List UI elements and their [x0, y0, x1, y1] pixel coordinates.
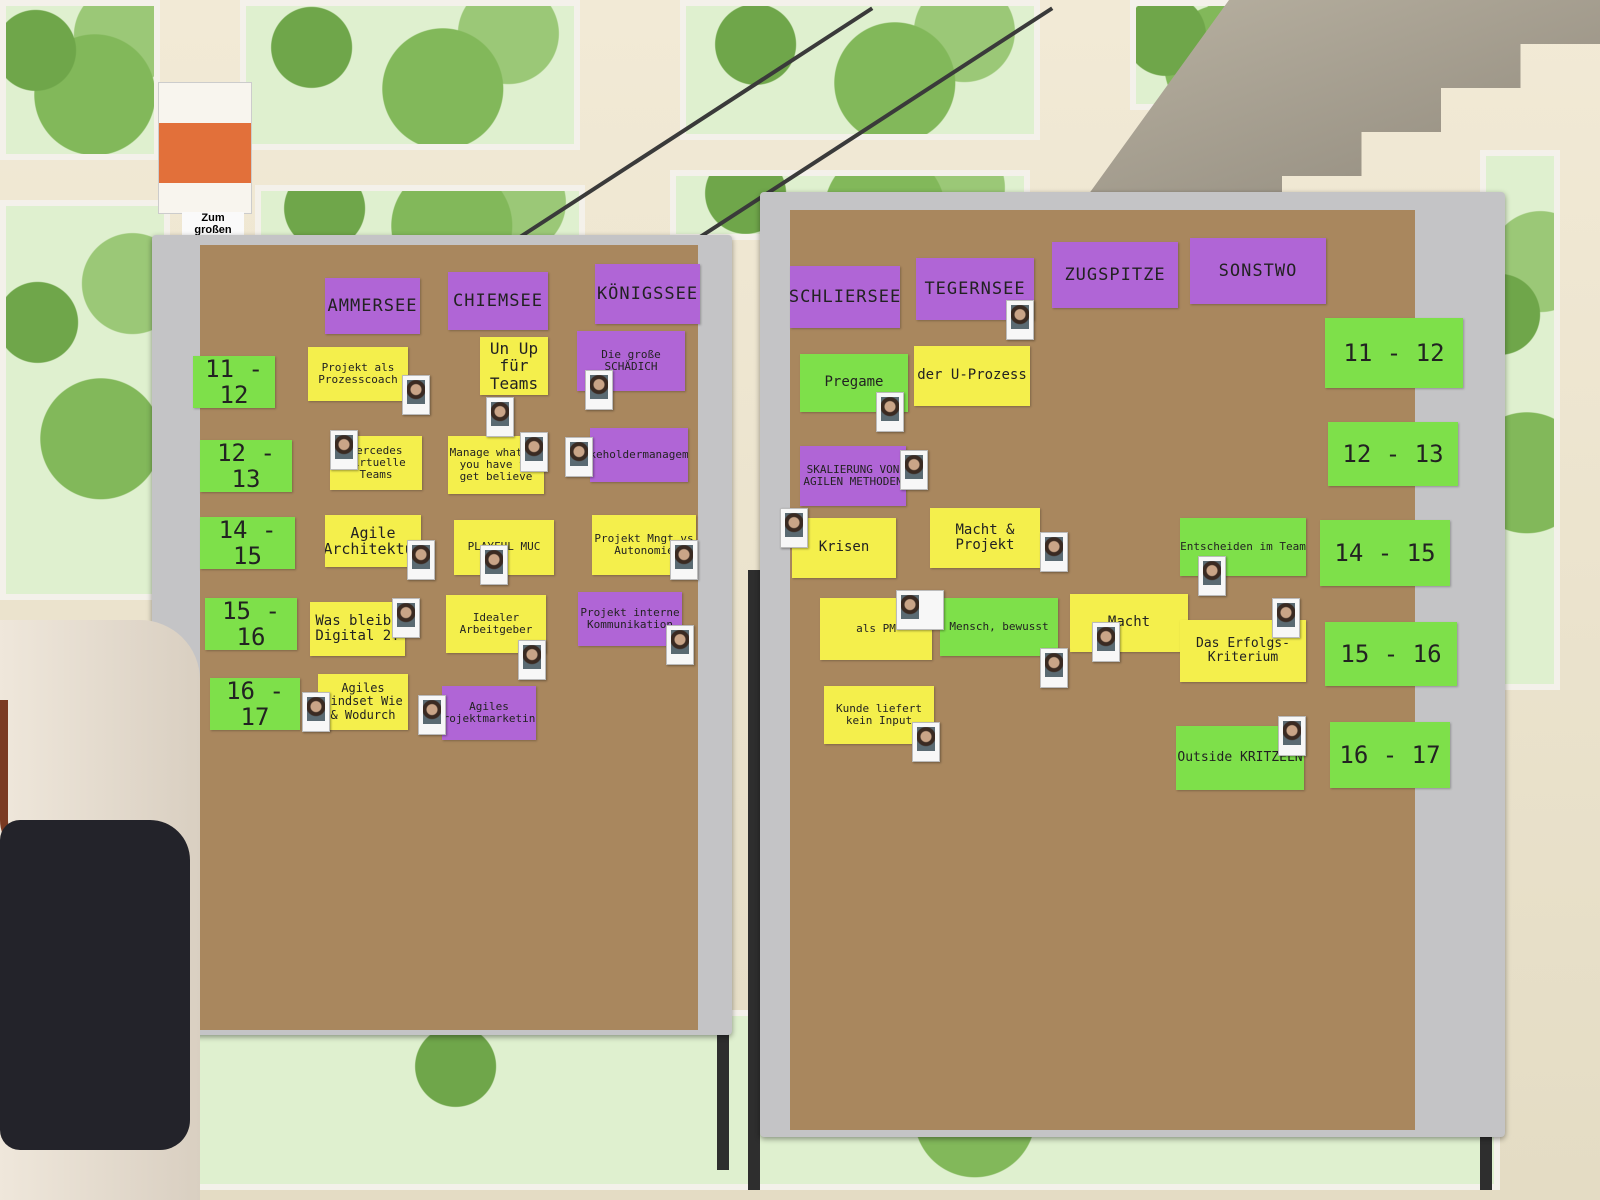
- window: [0, 200, 170, 600]
- speaker-photo: [1040, 648, 1068, 688]
- bag-strap: [0, 700, 68, 860]
- speaker-photo: [565, 437, 593, 477]
- session-note: Agile Architektur: [325, 515, 421, 567]
- speaker-photo: [1006, 300, 1034, 340]
- session-note: Macht: [1070, 594, 1188, 652]
- time-slot-11-12: 11 - 12: [1325, 318, 1463, 388]
- speaker-photo: [876, 392, 904, 432]
- speaker-photo: [666, 625, 694, 665]
- session-note: Stakeholdermanagement: [590, 428, 688, 482]
- time-slot-11-12: 11 - 12: [193, 356, 275, 408]
- room-header-koenigssee: KÖNIGSSEE: [595, 264, 700, 324]
- speaker-photo: [1092, 622, 1120, 662]
- session-note: Agiles Mindset Wie & Wodurch: [318, 674, 408, 730]
- session-note: Macht & Projekt: [930, 508, 1040, 568]
- room-header-ammersee: AMMERSEE: [325, 278, 420, 334]
- time-slot-14-15: 14 - 15: [1320, 520, 1450, 586]
- time-slot-12-13: 12 - 13: [200, 440, 292, 492]
- session-note: Mensch, bewusst: [940, 598, 1058, 656]
- room-header-chiemsee: CHIEMSEE: [448, 272, 548, 330]
- speaker-photo: [330, 430, 358, 470]
- speaker-photo: [1040, 532, 1068, 572]
- speaker-photo: [402, 375, 430, 415]
- speaker-photo: [1278, 716, 1306, 756]
- session-note: Projekt als Prozesscoach: [308, 347, 408, 401]
- time-slot-16-17: 16 - 17: [210, 678, 300, 730]
- speaker-photo: [900, 450, 928, 490]
- window: [0, 0, 160, 160]
- speaker-photo: [896, 590, 944, 630]
- speaker-photo: [392, 598, 420, 638]
- window: [680, 0, 1040, 140]
- event-poster: [158, 82, 252, 214]
- speaker-photo: [780, 508, 808, 548]
- speaker-photo: [585, 370, 613, 410]
- session-note: SKALIERUNG VON AGILEN METHODEN: [800, 446, 906, 506]
- speaker-photo: [302, 692, 330, 732]
- time-slot-12-13: 12 - 13: [1328, 422, 1458, 486]
- shoulder-bag: [0, 820, 190, 1150]
- speaker-photo: [1272, 598, 1300, 638]
- speaker-photo: [480, 545, 508, 585]
- time-slot-15-16: 15 - 16: [1325, 622, 1457, 686]
- speaker-photo: [520, 432, 548, 472]
- speaker-photo: [670, 540, 698, 580]
- session-note: Was bleibt Digital 2!: [310, 602, 405, 656]
- speaker-photo: [518, 640, 546, 680]
- room-header-sonstwo: SONSTWO: [1190, 238, 1326, 304]
- speaker-photo: [912, 722, 940, 762]
- session-note: Die große SCHÄDICH: [577, 331, 685, 391]
- speaker-photo: [486, 397, 514, 437]
- speaker-photo: [1198, 556, 1226, 596]
- speaker-photo: [418, 695, 446, 735]
- window: [240, 0, 580, 150]
- session-note: Un Up für Teams: [480, 337, 548, 395]
- right-board-paper: [790, 210, 1415, 1130]
- time-slot-15-16: 15 - 16: [205, 598, 297, 650]
- session-note: Agiles Projektmarketing: [442, 686, 536, 740]
- speaker-photo: [407, 540, 435, 580]
- board-leg: [748, 570, 760, 1190]
- time-slot-16-17: 16 - 17: [1330, 722, 1450, 788]
- session-note: der U-Prozess: [914, 346, 1030, 406]
- session-note: Projekt interne Kommunikation: [578, 592, 682, 646]
- time-slot-14-15: 14 - 15: [200, 517, 295, 569]
- room-header-schliersee: SCHLIERSEE: [790, 266, 900, 328]
- session-note: Krisen: [792, 518, 896, 578]
- room-header-zugspitze: ZUGSPITZE: [1052, 242, 1178, 308]
